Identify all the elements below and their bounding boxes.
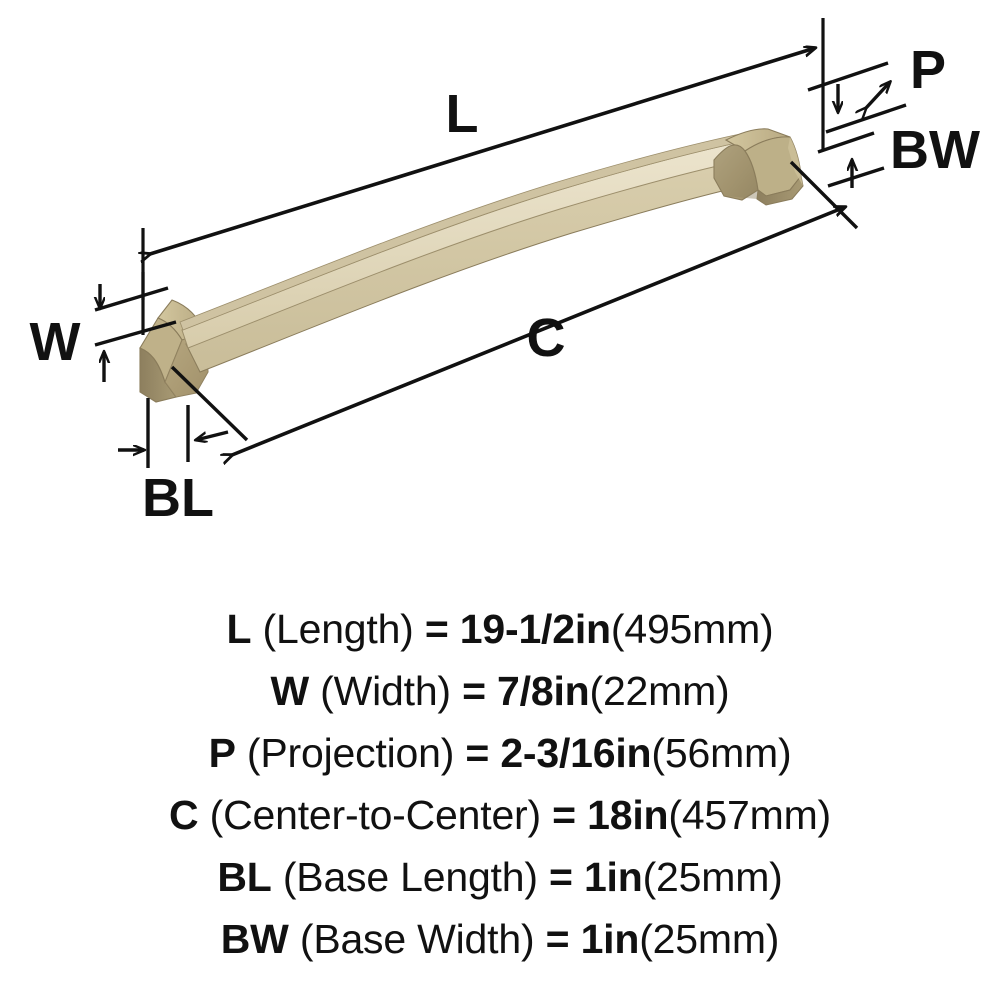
spec-name-projection: (Projection) xyxy=(246,730,455,776)
spec-imperial-base-length: 1in xyxy=(583,854,643,900)
spec-imperial-width: 7/8in xyxy=(497,668,590,714)
spec-metric-projection: (56mm) xyxy=(651,730,792,776)
label-center-to-center: C xyxy=(527,308,566,368)
dimension-base-length: BL xyxy=(118,398,229,528)
spec-name-length: (Length) xyxy=(262,606,414,652)
spec-code-width: W xyxy=(270,668,309,714)
spec-row-projection: P (Projection) = 2-3/16in(56mm) xyxy=(209,722,792,784)
label-base-width: BW xyxy=(890,120,980,180)
spec-metric-width: (22mm) xyxy=(589,668,730,714)
label-projection: P xyxy=(910,40,946,100)
spec-metric-length: (495mm) xyxy=(610,606,774,652)
spec-equals-projection: = xyxy=(465,730,490,776)
spec-metric-base-width: (25mm) xyxy=(639,916,780,962)
spec-imperial-center-to-center: 18in xyxy=(587,792,669,838)
spec-equals-width: = xyxy=(462,668,486,714)
spec-name-center-to-center: (Center-to-Center) xyxy=(209,792,542,838)
spec-metric-base-length: (25mm) xyxy=(642,854,783,900)
spec-code-base-length: BL xyxy=(217,854,272,900)
spec-code-length: L xyxy=(226,606,252,652)
spec-equals-base-width: = xyxy=(545,916,570,962)
spec-imperial-projection: 2-3/16in xyxy=(500,730,652,776)
spec-code-base-width: BW xyxy=(220,916,289,962)
spec-code-projection: P xyxy=(208,730,236,776)
dimension-width: W xyxy=(30,272,177,382)
spec-imperial-length: 19-1/2in xyxy=(459,606,611,652)
label-width: W xyxy=(30,312,81,372)
dimension-base-width: BW xyxy=(817,120,980,188)
technical-drawing: L C W xyxy=(30,18,980,528)
bar-lower-bevel xyxy=(185,155,758,373)
spec-equals-base-length: = xyxy=(549,854,573,900)
dimension-projection: P xyxy=(807,40,946,134)
spec-name-width: (Width) xyxy=(320,668,451,714)
spec-row-center-to-center: C (Center-to-Center) = 18in(457mm) xyxy=(169,784,831,846)
spec-metric-center-to-center: (457mm) xyxy=(668,792,831,838)
spec-equals-length: = xyxy=(424,606,449,652)
spec-row-length: L (Length) = 19-1/2in(495mm) xyxy=(226,598,773,660)
spec-imperial-base-width: 1in xyxy=(580,916,640,962)
spec-name-base-length: (Base Length) xyxy=(282,854,538,900)
spec-row-base-width: BW (Base Width) = 1in(25mm) xyxy=(221,908,780,970)
spec-code-center-to-center: C xyxy=(169,792,199,838)
label-length: L xyxy=(446,84,479,144)
spec-row-width: W (Width) = 7/8in(22mm) xyxy=(270,660,729,722)
right-foot xyxy=(713,128,804,206)
spec-row-base-length: BL (Base Length) = 1in(25mm) xyxy=(217,846,782,908)
spec-equals-center-to-center: = xyxy=(552,792,576,838)
dimension-center-to-center: C xyxy=(170,160,859,455)
specification-list: L (Length) = 19-1/2in(495mm) W (Width) =… xyxy=(0,598,1000,998)
label-base-length: BL xyxy=(142,468,214,528)
spec-name-base-width: (Base Width) xyxy=(299,916,535,962)
